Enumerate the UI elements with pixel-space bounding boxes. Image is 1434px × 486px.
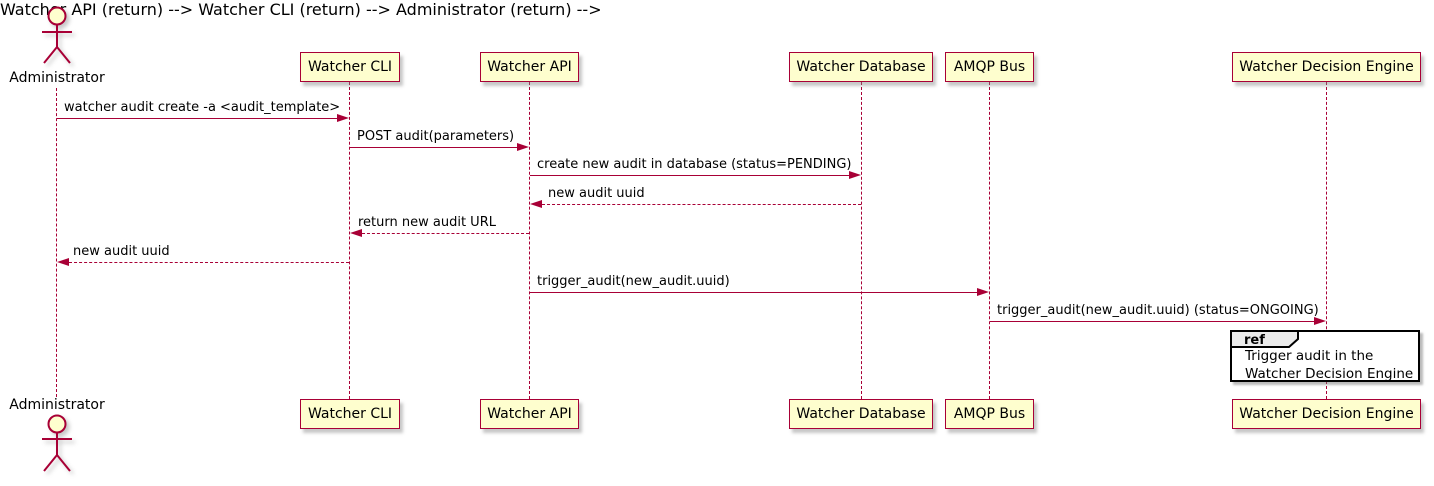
- participant-label: Watcher Database: [796, 59, 926, 75]
- participant-label: Watcher CLI: [307, 59, 393, 75]
- ref-text-line-2: Watcher Decision Engine: [1245, 366, 1414, 382]
- lifeline-watcher-cli: [349, 82, 350, 399]
- actor-figure-icon: [42, 6, 72, 64]
- participant-label: Watcher CLI: [307, 406, 393, 422]
- message-arrow-4: [542, 204, 861, 205]
- message-label-6: new audit uuid: [73, 244, 170, 259]
- participant-watcher-decision-engine-bottom: Watcher Decision Engine: [1232, 399, 1421, 429]
- ref-fragment: ref Trigger audit in the Watcher Decisio…: [1230, 330, 1420, 382]
- message-arrow-8: [990, 321, 1314, 322]
- participant-label: Watcher Decision Engine: [1239, 406, 1414, 422]
- participant-label: Watcher API: [487, 59, 572, 75]
- arrowhead-icon: [530, 200, 542, 208]
- arrowhead-icon: [849, 171, 861, 179]
- message-arrow-6: [69, 262, 349, 263]
- lifeline-watcher-api: [529, 82, 530, 399]
- participant-label: Watcher Decision Engine: [1239, 59, 1414, 75]
- arrowhead-icon: [350, 229, 362, 237]
- message-arrow-7: [530, 292, 977, 293]
- message-arrow-5: [362, 233, 529, 234]
- message-arrow-2: [350, 147, 517, 148]
- actor-figure-icon: [42, 414, 72, 472]
- arrowhead-icon: [57, 258, 69, 266]
- participant-watcher-database-top: Watcher Database: [789, 52, 933, 82]
- ref-text-line-1: Trigger audit in the: [1245, 348, 1374, 364]
- ref-header-pentagon-icon: [1230, 330, 1299, 348]
- lifeline-watcher-database: [861, 82, 862, 399]
- participant-watcher-decision-engine-top: Watcher Decision Engine: [1232, 52, 1421, 82]
- participant-label: AMQP Bus: [953, 406, 1026, 422]
- lifeline-amqp-bus: [989, 82, 990, 399]
- ref-keyword: ref: [1244, 333, 1265, 348]
- message-label-5: return new audit URL: [358, 215, 496, 230]
- message-arrow-3: [530, 175, 849, 176]
- participant-label: AMQP Bus: [953, 59, 1026, 75]
- arrowhead-icon: [517, 143, 529, 151]
- participant-watcher-api-top: Watcher API: [480, 52, 579, 82]
- message-label-8: trigger_audit(new_audit.uuid) (status=ON…: [997, 303, 1319, 318]
- participant-amqp-bus-top: AMQP Bus: [945, 52, 1034, 82]
- participant-watcher-cli-bottom: Watcher CLI: [300, 399, 400, 429]
- participant-watcher-database-bottom: Watcher Database: [789, 399, 933, 429]
- message-label-3: create new audit in database (status=PEN…: [537, 157, 852, 172]
- arrowhead-icon: [337, 114, 349, 122]
- actor-label-bottom: Administrator: [9, 397, 105, 413]
- message-arrow-1: [57, 118, 338, 119]
- message-label-2: POST audit(parameters): [357, 129, 515, 144]
- participant-amqp-bus-bottom: AMQP Bus: [945, 399, 1034, 429]
- participant-watcher-cli-top: Watcher CLI: [300, 52, 400, 82]
- actor-label-top: Administrator: [9, 70, 105, 86]
- message-label-1: watcher audit create -a <audit_template>: [64, 100, 341, 115]
- participant-watcher-api-bottom: Watcher API: [480, 399, 579, 429]
- message-label-7: trigger_audit(new_audit.uuid): [537, 274, 730, 289]
- participant-label: Watcher API: [487, 406, 572, 422]
- participant-label: Watcher Database: [796, 406, 926, 422]
- lifeline-watcher-decision-engine: [1326, 82, 1327, 399]
- arrowhead-icon: [977, 288, 989, 296]
- arrowhead-icon: [1314, 317, 1326, 325]
- lifeline-administrator: [56, 88, 57, 397]
- message-label-4: new audit uuid: [548, 186, 645, 201]
